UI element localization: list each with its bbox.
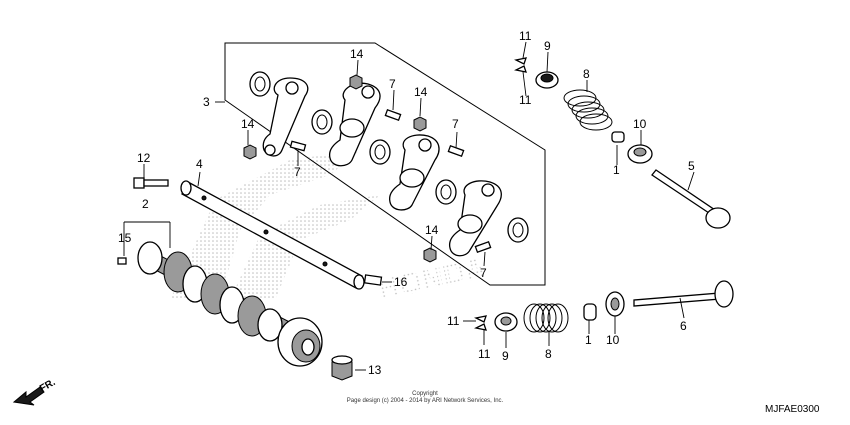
valve-top (651, 169, 731, 229)
callout-1: 1 (613, 163, 620, 177)
stem-seal-bottom (583, 303, 597, 321)
rocker-arm-2 (328, 82, 381, 167)
callout-8: 8 (583, 67, 590, 81)
spring-retainer-top (535, 71, 559, 89)
callout-2: 2 (142, 197, 149, 211)
shaft-plug (363, 274, 383, 286)
leader-lines (123, 41, 695, 371)
camshaft (137, 241, 323, 367)
front-arrow-label: FR. (38, 377, 58, 395)
rocker-assembly-boundary (224, 42, 546, 286)
callout-16: 16 (394, 275, 408, 289)
callout-3: 3 (203, 95, 210, 109)
washer (507, 217, 529, 243)
copyright-line-2: Page design (c) 2004 - 2014 by ARI Netwo… (347, 398, 504, 404)
callout-11: 11 (478, 347, 491, 361)
callout-12: 12 (137, 151, 151, 165)
callout-9: 9 (544, 39, 551, 53)
stem-seal-top (611, 131, 625, 143)
adjusting-screw (384, 108, 402, 122)
callout-8: 8 (545, 347, 552, 361)
diagram-reference-code: MJFAE0300 (765, 404, 820, 415)
callout-9: 9 (502, 349, 509, 363)
lock-nut (349, 74, 363, 90)
front-direction-arrow: FR. (12, 377, 58, 406)
spring-seat-bottom (605, 291, 625, 317)
sealing-bolt (331, 355, 353, 381)
washer (249, 71, 271, 97)
valve-cotter-top (514, 57, 527, 73)
rocker-arm-3 (388, 134, 440, 211)
spring-retainer-bottom (494, 312, 518, 332)
callout-5: 5 (688, 159, 695, 173)
valve-bottom (633, 280, 734, 308)
callout-11: 11 (447, 314, 460, 328)
callout-7: 7 (389, 77, 396, 91)
callout-6: 6 (680, 319, 687, 333)
lock-nut (413, 116, 427, 132)
copyright-line-1: Copyright (412, 391, 438, 397)
rocker-shaft (180, 180, 365, 290)
rocker-arm-4 (448, 180, 502, 257)
callout-15: 15 (118, 231, 132, 245)
adjusting-screw (289, 140, 307, 152)
callout-7: 7 (294, 165, 301, 179)
callout-14: 14 (414, 85, 428, 99)
valve-spring-bottom (523, 303, 569, 333)
washer (311, 109, 333, 135)
callout-11: 11 (519, 29, 532, 43)
callout-10: 10 (606, 333, 620, 347)
dowel-pin (117, 257, 127, 265)
callout-1: 1 (585, 333, 592, 347)
valve-spring-top (563, 89, 613, 131)
callout-7: 7 (452, 117, 459, 131)
callout-14: 14 (350, 47, 364, 61)
callout-4: 4 (196, 157, 203, 171)
callout-14: 14 (241, 117, 255, 131)
adjusting-screw (474, 240, 492, 254)
callout-10: 10 (633, 117, 647, 131)
washer (435, 179, 457, 205)
callout-13: 13 (368, 363, 382, 377)
valve-cotter-bottom (474, 315, 487, 331)
lock-nut (243, 144, 257, 160)
rocker-arm-1 (262, 77, 309, 157)
lock-nut (423, 247, 437, 263)
spring-seat-top (627, 144, 653, 164)
callout-14: 14 (425, 223, 439, 237)
callout-7: 7 (480, 266, 487, 280)
washer (369, 139, 391, 165)
adjusting-screw (447, 144, 465, 158)
callout-11: 11 (519, 93, 532, 107)
flange-bolt (133, 177, 169, 189)
